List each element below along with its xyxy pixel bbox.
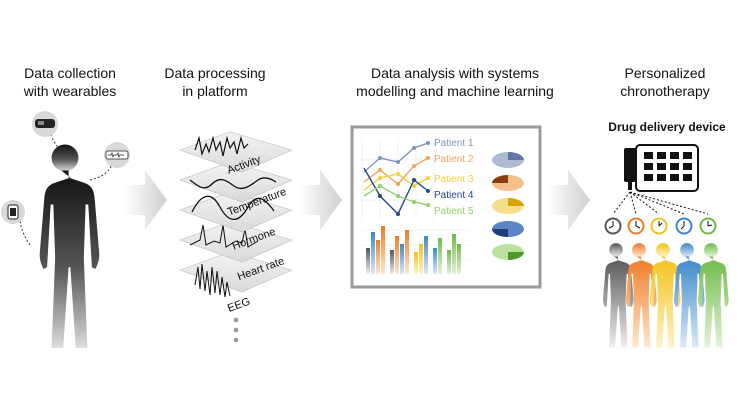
stage-title-analysis: Data analysis with systems modelling and… (356, 65, 554, 99)
layer-label-eeg: EEG (226, 296, 252, 315)
analysis-panel: Patient 1 Patient 2 Patient 3 Patient 4 … (350, 125, 542, 289)
personalized-human-figures (603, 243, 729, 348)
wrist-sensor-icon (1, 200, 25, 224)
patient-label-5: Patient 5 (434, 206, 474, 217)
bar-group (366, 226, 461, 274)
patch-sensor-icon (104, 142, 130, 168)
patient-label-3: Patient 3 (434, 174, 474, 185)
processing-layer-hormone: Hormone (179, 191, 293, 253)
processing-layer-activity: Activity (179, 131, 293, 177)
more-layers-dots (233, 317, 239, 343)
flow-arrow-1 (125, 170, 167, 230)
wearable-human-figure (39, 144, 100, 348)
drug-delivery-device-icon (624, 144, 699, 192)
stage-title-processing: Data processing in platform (164, 65, 266, 99)
stage-title-chronotherapy: Personalized chronotherapy (620, 65, 710, 99)
device-label: Drug delivery device (608, 120, 726, 134)
patient-label-1: Patient 1 (434, 138, 474, 149)
clock-icons (604, 217, 717, 235)
pie-disc-group (492, 152, 524, 260)
dispense-lines (612, 191, 709, 215)
patient-label-4: Patient 4 (434, 190, 474, 201)
stage-title-collection: Data collection with wearables (23, 65, 117, 99)
chest-sensor-icon (32, 111, 58, 137)
flow-arrow-3 (548, 170, 590, 230)
patient-label-2: Patient 2 (434, 154, 474, 165)
flow-arrow-2 (300, 170, 342, 230)
